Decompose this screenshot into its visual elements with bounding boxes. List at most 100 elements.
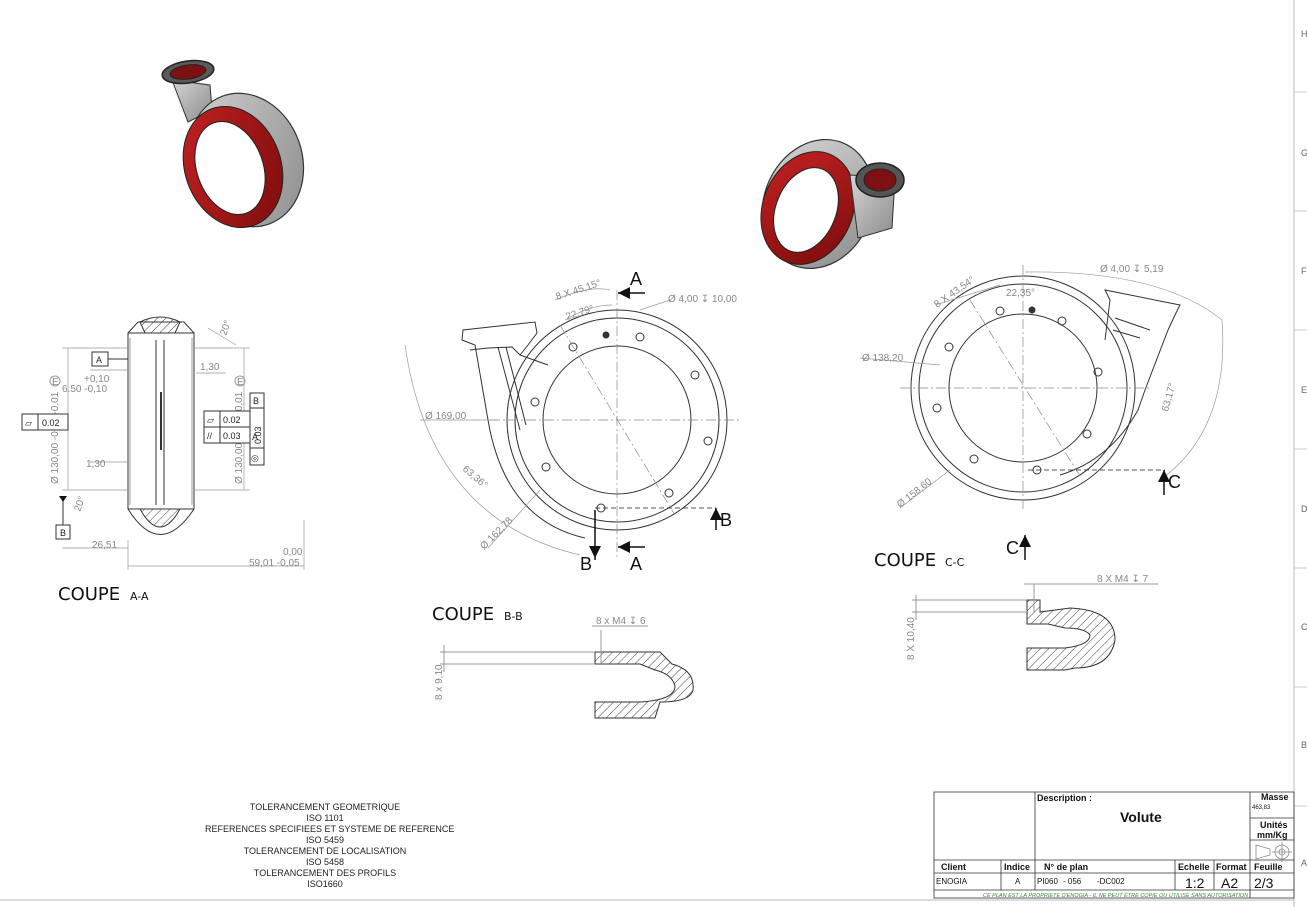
tol-note: TOLERANCEMENT GEOMETRIQUE: [249, 802, 401, 812]
echelle-label: Echelle: [1178, 862, 1210, 872]
zone-label: F: [1301, 266, 1307, 276]
section-bb-drawing: [440, 625, 694, 719]
section-aa-title: COUPE A-A: [58, 584, 149, 605]
fcf-value: 0.02: [223, 415, 241, 425]
section-subtitle: B-B: [504, 610, 523, 623]
zone-label: G: [1301, 148, 1307, 158]
section-marker-a-bottom: A: [630, 554, 642, 574]
section-cc-labels: 8 X M4 ↧ 7 8 X 10,40: [906, 574, 1149, 660]
dim-dia-158: Ø 158,60: [895, 476, 935, 510]
dim-1-30-right: 1,30: [200, 362, 220, 373]
projection-icon: [1255, 842, 1292, 862]
section-markers-aa-bb: A A B B: [580, 269, 732, 574]
dim-hole-4-rear: Ø 4,00 ↧ 5,19: [1100, 264, 1164, 275]
volute-front-centerlines: [490, 290, 740, 560]
volute-rear-labels: Ø 4,00 ↧ 5,19 8 X 43,54° 22,35° Ø 138,20…: [862, 264, 1178, 510]
fcf-flatness-left: [21, 413, 69, 431]
echelle-value: 1:2: [1185, 875, 1205, 891]
envelope-marker: E: [237, 377, 244, 388]
unites-value: mm/Kg: [1257, 830, 1288, 840]
section-bb-labels: 8 x M4 ↧ 6 8 x 9,10 COUPE B-B: [432, 604, 646, 700]
volute-front-dimensions: [404, 288, 671, 556]
tol-note: TOLERANCEMENT DES PROFILS: [253, 868, 397, 878]
position-icon: ◎: [251, 453, 259, 463]
tol-note: REFERENCES SPECIFIEES ET SYSTEME DE REFE…: [205, 824, 455, 834]
section-marker-b-bottom: B: [580, 554, 592, 574]
tol-note: ISO 5459: [305, 835, 345, 845]
dim-22-79: 22,79°: [565, 303, 596, 322]
volute-rear-centerlines: [900, 265, 1165, 510]
section-title: COUPE: [58, 584, 120, 605]
feuille-label: Feuille: [1254, 862, 1283, 872]
volute-front-view: [461, 309, 728, 539]
section-marker-c-right: C: [1168, 472, 1181, 492]
dim-22-35: 22,35°: [1006, 288, 1035, 299]
section-aa-drawing: [127, 316, 195, 535]
ownership-footer: CE PLAN EST LA PROPRIETE D'ENOGIA - IL N…: [983, 891, 1248, 899]
zone-label: A: [1301, 858, 1307, 868]
zone-label: C: [1301, 622, 1307, 632]
dim-63-36: 63,36°: [460, 464, 489, 491]
plan-label: N° de plan: [1044, 862, 1088, 872]
fcf-datum: A: [252, 432, 258, 442]
format-value: A2: [1221, 875, 1238, 891]
dim-1-30-left: 1,30: [86, 459, 106, 470]
dim-m4-7: 8 X M4 ↧ 7: [1097, 574, 1149, 585]
parallelism-icon: //: [207, 431, 213, 441]
section-marker-b-right: B: [720, 510, 732, 530]
tol-note: ISO 5458: [305, 857, 345, 867]
dim-dia-169: Ø 169,00: [425, 411, 467, 422]
plan-part-c: -DC002: [1097, 877, 1125, 886]
dim-10-40: 8 X 10,40: [906, 617, 917, 660]
fcf-datum: B: [253, 396, 259, 406]
section-subtitle: C-C: [945, 556, 965, 569]
masse-label: Masse: [1261, 792, 1289, 802]
tol-note: TOLERANCEMENT DE LOCALISATION: [243, 846, 407, 856]
section-title: COUPE: [432, 604, 494, 625]
zone-labels: H G F E D C B A: [1301, 29, 1307, 868]
section-marker-a-top: A: [630, 269, 642, 289]
dim-angle-20-bottom: 20°: [72, 495, 88, 513]
datum-b-label: B: [60, 528, 66, 538]
section-cc-drawing: [912, 583, 1158, 671]
dim-angle-20-top: 20°: [218, 319, 234, 337]
format-label: Format: [1216, 862, 1247, 872]
dim-m4-6: 8 x M4 ↧ 6: [596, 616, 646, 627]
tol-note: ISO1660: [307, 879, 343, 889]
masse-value: 463,83: [1252, 805, 1271, 811]
fcf-vertical: [249, 392, 265, 466]
client-label: Client: [941, 862, 966, 872]
volute-rear-dimensions: [859, 271, 1224, 509]
section-marker-c-bottom: C: [1006, 538, 1019, 558]
title-block: [933, 791, 1295, 899]
dim-59-01: 59,01 -0,05: [249, 558, 300, 569]
section-subtitle: A-A: [130, 590, 149, 603]
dim-dia-130-left: Ø 130,00 -0,08 -0,01: [50, 391, 61, 484]
feuille-value: 2/3: [1254, 875, 1274, 891]
section-title: COUPE: [874, 550, 936, 571]
dim-dia-162: Ø 162,78: [478, 515, 515, 552]
section-markers-cc: C C COUPE C-C: [874, 470, 1181, 571]
indice-label: Indice: [1004, 862, 1030, 872]
plan-part-a: PI060: [1037, 877, 1058, 886]
zone-label: B: [1301, 740, 1307, 750]
tol-note: ISO 1101: [306, 813, 344, 823]
dim-hole-4: Ø 4,00 ↧ 10,00: [668, 294, 737, 305]
dim-0-00: 0,00: [283, 547, 303, 558]
zone-label: D: [1301, 504, 1307, 514]
client-value: ENOGIA: [936, 877, 968, 886]
datum-a-label: A: [96, 355, 102, 365]
flatness-icon: ▱: [25, 418, 32, 428]
flatness-icon: ▱: [207, 415, 214, 425]
fcf-value: 0.02: [42, 418, 60, 428]
title-block-text: Description : Volute Masse 463,83 Unités…: [936, 792, 1292, 899]
dim-9-10: 8 x 9,10: [434, 664, 445, 700]
zone-label: H: [1301, 29, 1307, 39]
dim-dia-138: Ø 138,20: [862, 353, 904, 364]
indice-value: A: [1015, 877, 1021, 886]
dim-8x43: 8 X 43,54°: [932, 275, 977, 311]
section-aa-labels: +0,10 6.50 -0,10 1,30 1,30 20° 20° 26,51…: [21, 319, 303, 569]
dim-tol-top: +0,10: [84, 374, 110, 385]
